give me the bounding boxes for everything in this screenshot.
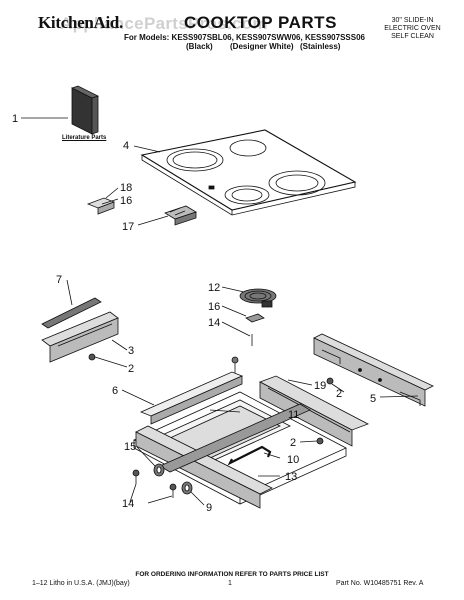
callout-2-left: 2 <box>128 363 134 375</box>
brand-logo: KitchenAid. <box>38 13 124 32</box>
callout-5: 5 <box>370 393 376 405</box>
callout-7: 7 <box>56 274 62 286</box>
callout-9: 9 <box>206 502 212 514</box>
product-line-2: ELECTRIC OVEN <box>384 25 441 32</box>
callout-10: 10 <box>287 454 299 466</box>
cooktop-glass <box>140 129 357 216</box>
surface-element-12 <box>239 288 277 308</box>
leader-3 <box>111 339 128 351</box>
variant-black: (Black) <box>186 42 213 51</box>
watermark: AppliancePartsPros.com <box>60 14 268 33</box>
leader-11 <box>209 409 241 413</box>
callout-18: 18 <box>120 182 132 194</box>
channel-19 <box>259 375 369 447</box>
callout-11: 11 <box>288 409 299 421</box>
terminal-block-17 <box>164 205 197 226</box>
page-number: 1 <box>228 580 232 587</box>
callout-1: 1 <box>12 113 18 125</box>
leader-15 <box>136 446 156 467</box>
callout-3: 3 <box>128 345 134 357</box>
callout-13: 13 <box>285 471 297 483</box>
page-title: COOKTOP PARTS <box>184 13 337 32</box>
rear-trough-6 <box>139 371 244 425</box>
callout-17: 17 <box>122 221 134 233</box>
leader-2b <box>331 383 345 393</box>
callout-15: 15 <box>124 441 136 453</box>
leader-9 <box>190 491 205 506</box>
screw-14b-2 <box>169 483 177 491</box>
main-frame <box>133 391 347 505</box>
leader-19 <box>287 379 313 386</box>
callout-4: 4 <box>123 140 129 152</box>
bracket-10 <box>227 445 272 466</box>
callout-2-right: 2 <box>336 388 342 400</box>
leader-2c <box>299 440 318 443</box>
front-frame-13 <box>135 403 311 509</box>
leader-4 <box>133 145 161 153</box>
literature-booklet <box>70 85 100 135</box>
models-line: For Models: KESS907SBL06, KESS907SWW06, … <box>124 33 365 42</box>
screw-2c <box>316 437 324 445</box>
callout-16-upper: 16 <box>120 195 132 207</box>
callout-14-lower: 14 <box>122 498 134 510</box>
leader-6 <box>121 389 155 406</box>
left-bracket-3 <box>41 311 119 363</box>
variant-stainless: (Stainless) <box>300 42 341 51</box>
litho-info: 1–12 Litho in U.S.A. (JMJ)(bay) <box>32 580 130 587</box>
product-line-1: 30" SLIDE-IN <box>391 17 434 24</box>
leader-16b <box>221 305 247 317</box>
bracket-18 <box>86 197 116 215</box>
screw-14b-1 <box>132 469 140 477</box>
leader-14b-1 <box>129 483 137 503</box>
leader-12 <box>221 286 245 293</box>
callout-2-center: 2 <box>290 437 296 449</box>
screw-2b <box>326 377 334 385</box>
strip-7 <box>41 297 102 329</box>
callout-16-lower: 16 <box>208 301 220 313</box>
variant-white: (Designer White) <box>230 42 294 51</box>
leader-7 <box>66 279 73 306</box>
literature-parts-label: Literature Parts <box>62 135 107 141</box>
leader-16a <box>101 198 119 205</box>
callout-14-upper: 14 <box>208 317 220 329</box>
callout-6: 6 <box>112 385 118 397</box>
leader-10 <box>263 452 281 459</box>
leader-5 <box>379 395 419 398</box>
right-rail-5 <box>313 333 434 407</box>
leader-14b-2 <box>147 495 173 504</box>
callout-19: 19 <box>314 380 326 392</box>
leader-18 <box>105 187 119 199</box>
leader-17 <box>137 215 169 226</box>
leader-2a <box>94 356 128 368</box>
clip-16b <box>245 313 265 323</box>
part-number: Part No. W10485751 Rev. A <box>336 580 424 587</box>
product-type: 30" SLIDE-IN ELECTRIC OVEN SELF CLEAN <box>370 17 455 41</box>
leveling-foot-15 <box>153 463 165 477</box>
leader-14a <box>221 321 251 337</box>
leveling-foot-9 <box>181 481 193 495</box>
screw-2a <box>88 353 96 361</box>
callout-12: 12 <box>208 282 220 294</box>
product-line-3: SELF CLEAN <box>391 33 434 40</box>
ordering-info: FOR ORDERING INFORMATION REFER TO PARTS … <box>135 571 329 578</box>
